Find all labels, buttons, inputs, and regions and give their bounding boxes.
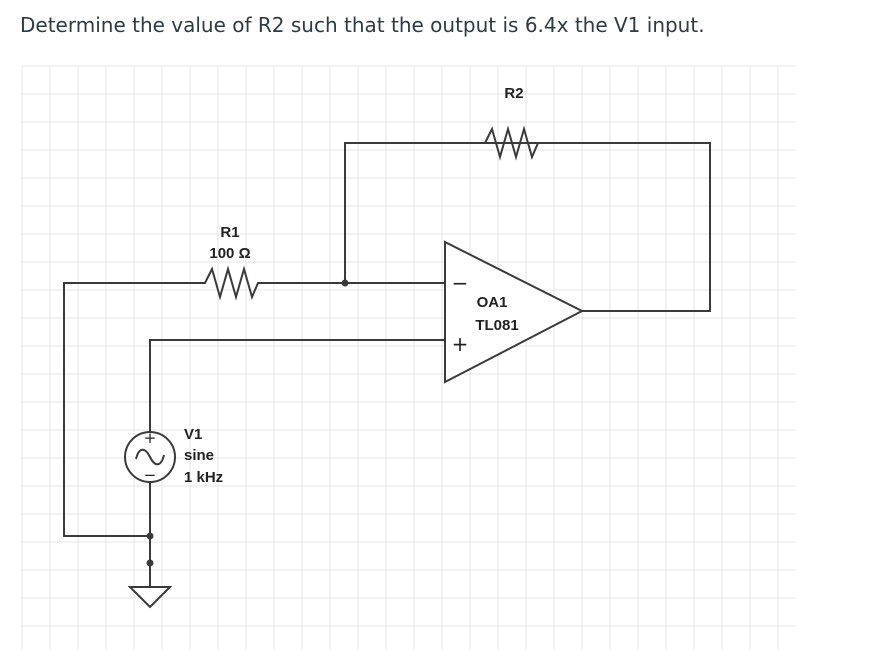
question-text: Determine the value of R2 such that the … xyxy=(20,13,705,37)
r2-label: R2 xyxy=(504,85,523,102)
opamp-oa1: − + OA1 TL081 xyxy=(444,240,585,384)
resistor-r1: R1 100 Ω xyxy=(198,224,262,301)
source-minus-symbol: − xyxy=(144,466,157,484)
opamp-model: TL081 xyxy=(475,317,518,334)
v1-label: V1 xyxy=(184,426,202,443)
inverting-input-symbol: − xyxy=(452,271,469,295)
sine-wave-icon xyxy=(135,448,165,466)
wire-source-to-noninverting-input xyxy=(149,339,445,432)
v1-type: sine xyxy=(184,447,214,464)
junction-dot-ground-lower xyxy=(146,559,154,567)
resistor-r2: R2 xyxy=(478,85,545,161)
source-plus-symbol: + xyxy=(144,429,157,447)
wire-r1-left-to-ground xyxy=(63,282,198,537)
grid-background xyxy=(21,65,796,650)
resistor-r1-zigzag xyxy=(198,265,262,301)
r1-value: 100 Ω xyxy=(209,245,250,262)
ground-icon xyxy=(127,586,173,609)
wires xyxy=(63,142,711,586)
resistor-r2-zigzag xyxy=(478,125,545,161)
junction-dot-feedback xyxy=(341,279,349,287)
noninverting-input-symbol: + xyxy=(452,332,469,356)
junction-dot-ground-upper xyxy=(146,532,154,540)
opamp-name: OA1 xyxy=(477,294,508,311)
wire-feedback-loop xyxy=(344,142,711,312)
r1-label: R1 xyxy=(220,224,239,241)
opamp-triangle xyxy=(444,240,585,384)
voltage-source-v1: + − V1 sine 1 kHz xyxy=(124,426,223,486)
v1-frequency: 1 kHz xyxy=(184,469,223,486)
